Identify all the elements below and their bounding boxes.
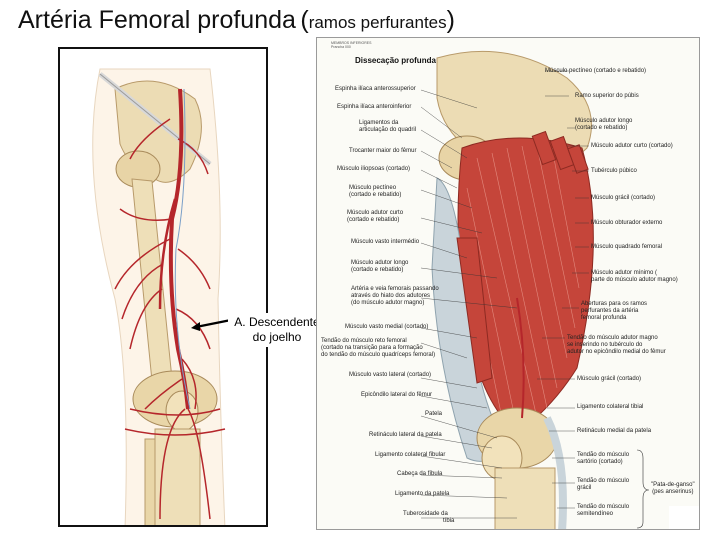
plate-label-left: através do hiato dos adutores [351,293,431,299]
plate-label-right: sartório (cortado) [577,459,623,465]
plate-label-left: Músculo adutor curto [347,210,404,216]
title-main: Artéria Femoral profunda [18,6,296,34]
blank-patch [669,506,699,529]
plate-label-right: Tendão do músculo [577,504,630,510]
plate-label-left: Músculo adutor longo [351,260,409,266]
plate-label-right: Ligamento colateral tibial [577,404,644,410]
plate-label-right: Tendão do músculo adutor magno [567,335,658,341]
plate-label-right: adutor no epicôndilo medial do fêmur [567,349,666,355]
plate-label-left: Retináculo lateral da patela [369,432,442,438]
plate-label-left: do tendão do músculo quadríceps femoral) [321,352,436,358]
plate-label-left: Espinha ilíaca anteroinferior [337,104,412,110]
plate-label-left: (cortado e rebatido) [349,192,402,198]
plate-label-right: semitendíneo [577,511,614,517]
plate-label-right: perfurantes da artéria [581,308,639,314]
plate-label-left: Cabeça da fíbula [397,471,443,477]
plate-label-left: Epicôndilo lateral do fêmur [361,392,433,398]
title-subtitle: ramos perfurantes [308,13,447,32]
plate-label-right: Músculo pectíneo (cortado e rebatido) [545,68,647,74]
plate-label-right: Músculo quadrado femoral [591,244,663,250]
plate-label-right: Tendão do músculo [577,452,630,458]
atlas-plate: MEMBROS INFERIORES Prancha 000 Dissecaçã… [316,37,700,530]
plate-header-line-1: MEMBROS INFERIORES [331,41,372,45]
plate-small-header: MEMBROS INFERIORES Prancha 000 [331,41,371,49]
plate-label-right: Músculo adutor longo [575,118,633,124]
slide-title: Artéria Femoral profunda (ramos perfuran… [18,6,455,40]
plate-label-right: femoral profunda [581,315,627,321]
descending-genicular-callout: A. Descendente do joelho [228,313,326,347]
plate-label-right: Músculo grácil (cortado) [591,195,656,201]
pes-anserinus-line-2: (pes anserinus) [652,489,694,495]
plate-label-right: Músculo grácil (cortado) [577,376,642,382]
plate-label-left: tíbia [443,518,455,524]
callout-line-2: do joelho [252,330,302,344]
deep-dissection-drawing [317,38,699,529]
plate-label-left: Músculo vasto medial (cortado) [345,324,429,330]
plate-label-left: Músculo pectíneo [349,185,397,191]
plate-header-line-2: Prancha 000 [331,45,351,49]
plate-label-left: Ligamentos da [359,120,399,126]
plate-label-right: se inserindo no tubérculo do [567,342,643,348]
plate-label-right: grácil [577,485,592,491]
pes-anserinus-line-1: "Pata-de-ganso" [651,482,695,488]
plate-label-right: Músculo adutor mínimo ( [591,270,658,276]
plate-label-left: Músculo vasto intermédio [351,239,420,245]
plate-label-left: Espinha ilíaca anterossuperior [335,86,416,92]
plate-label-right: Retináculo medial da patela [577,428,652,434]
plate-label-right: Ramo superior do púbis [575,93,639,99]
plate-heading: Dissecação profunda [355,56,436,65]
plate-label-left: (cortado e rebatido) [351,267,404,273]
plate-label-left: Tuberosidade da [403,511,448,517]
plate-label-right: Tendão do músculo [577,478,630,484]
plate-label-right: Tubérculo púbico [591,168,637,174]
plate-label-right: Aberturas para os ramos [581,301,648,307]
plate-label-left: Tendão do músculo reto femoral [321,338,407,344]
plate-label-left: Músculo iliopsoas (cortado) [337,166,411,172]
title-open-paren: ( [300,6,309,34]
plate-label-left: Patela [425,411,443,417]
plate-label-right: Músculo adutor curto (cortado) [591,143,673,149]
plate-label-left: (cortado na transição para a formação [321,345,423,351]
plate-label-left: Ligamento colateral fibular [375,452,446,458]
plate-label-left: Trocanter maior do fêmur [349,148,417,154]
plate-label-right: (cortado e rebatido) [575,125,628,131]
pes-anserinus-label: "Pata-de-ganso" (pes anserinus) [651,482,695,496]
plate-label-right: Músculo obturador externo [591,220,663,226]
leg-artery-drawing [60,49,266,525]
plate-label-left: (cortado e rebatido) [347,217,400,223]
plate-label-left: Ligamento da patela [395,491,450,497]
callout-line-1: A. Descendente [234,315,320,329]
plate-label-left: articulação do quadril [359,127,417,133]
plate-label-left: Artéria e veia femorais passando [351,286,439,292]
plate-label-left: Músculo vasto lateral (cortado) [349,372,432,378]
title-close-paren: ) [446,6,455,34]
plate-label-right: parte do músculo adutor magno) [591,277,678,283]
femoral-artery-illustration [58,47,268,527]
plate-label-left: (do músculo adutor magno) [351,300,425,306]
